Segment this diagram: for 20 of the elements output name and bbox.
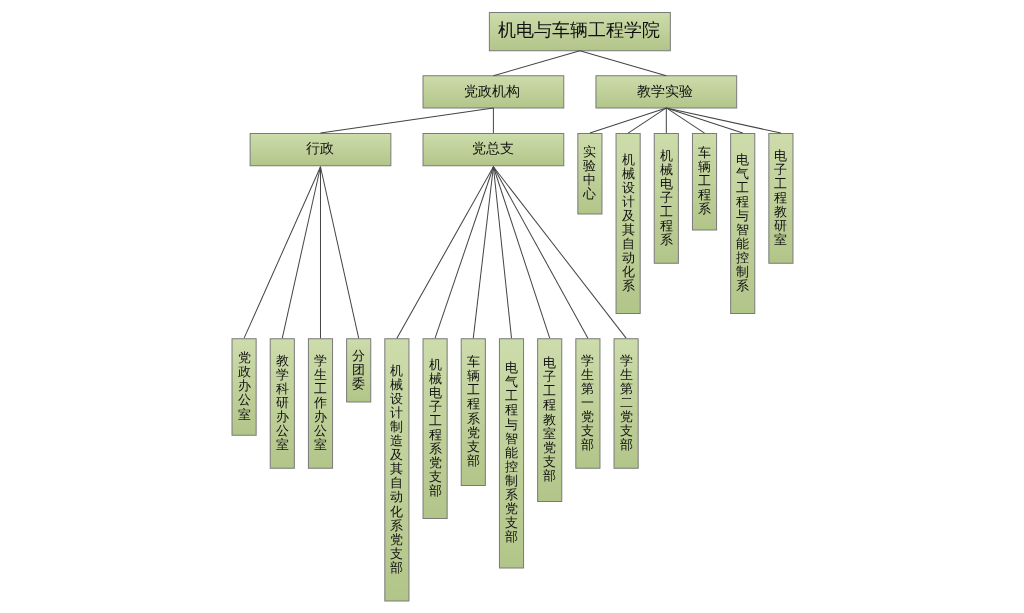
connector (665, 107, 743, 134)
connector (665, 107, 781, 134)
connector (627, 107, 667, 134)
connector (492, 50, 580, 77)
connector (472, 166, 494, 339)
connector (281, 166, 321, 339)
connector (492, 166, 512, 339)
connector (492, 166, 588, 339)
connector (319, 166, 359, 339)
connector (434, 166, 494, 339)
connector (395, 166, 494, 339)
connector (319, 107, 494, 134)
connector (492, 166, 550, 339)
connector (492, 166, 627, 339)
connector (578, 50, 667, 77)
connector (492, 107, 494, 134)
connector (665, 107, 705, 134)
connector (588, 107, 667, 134)
connector (665, 107, 667, 134)
connector (243, 166, 321, 339)
